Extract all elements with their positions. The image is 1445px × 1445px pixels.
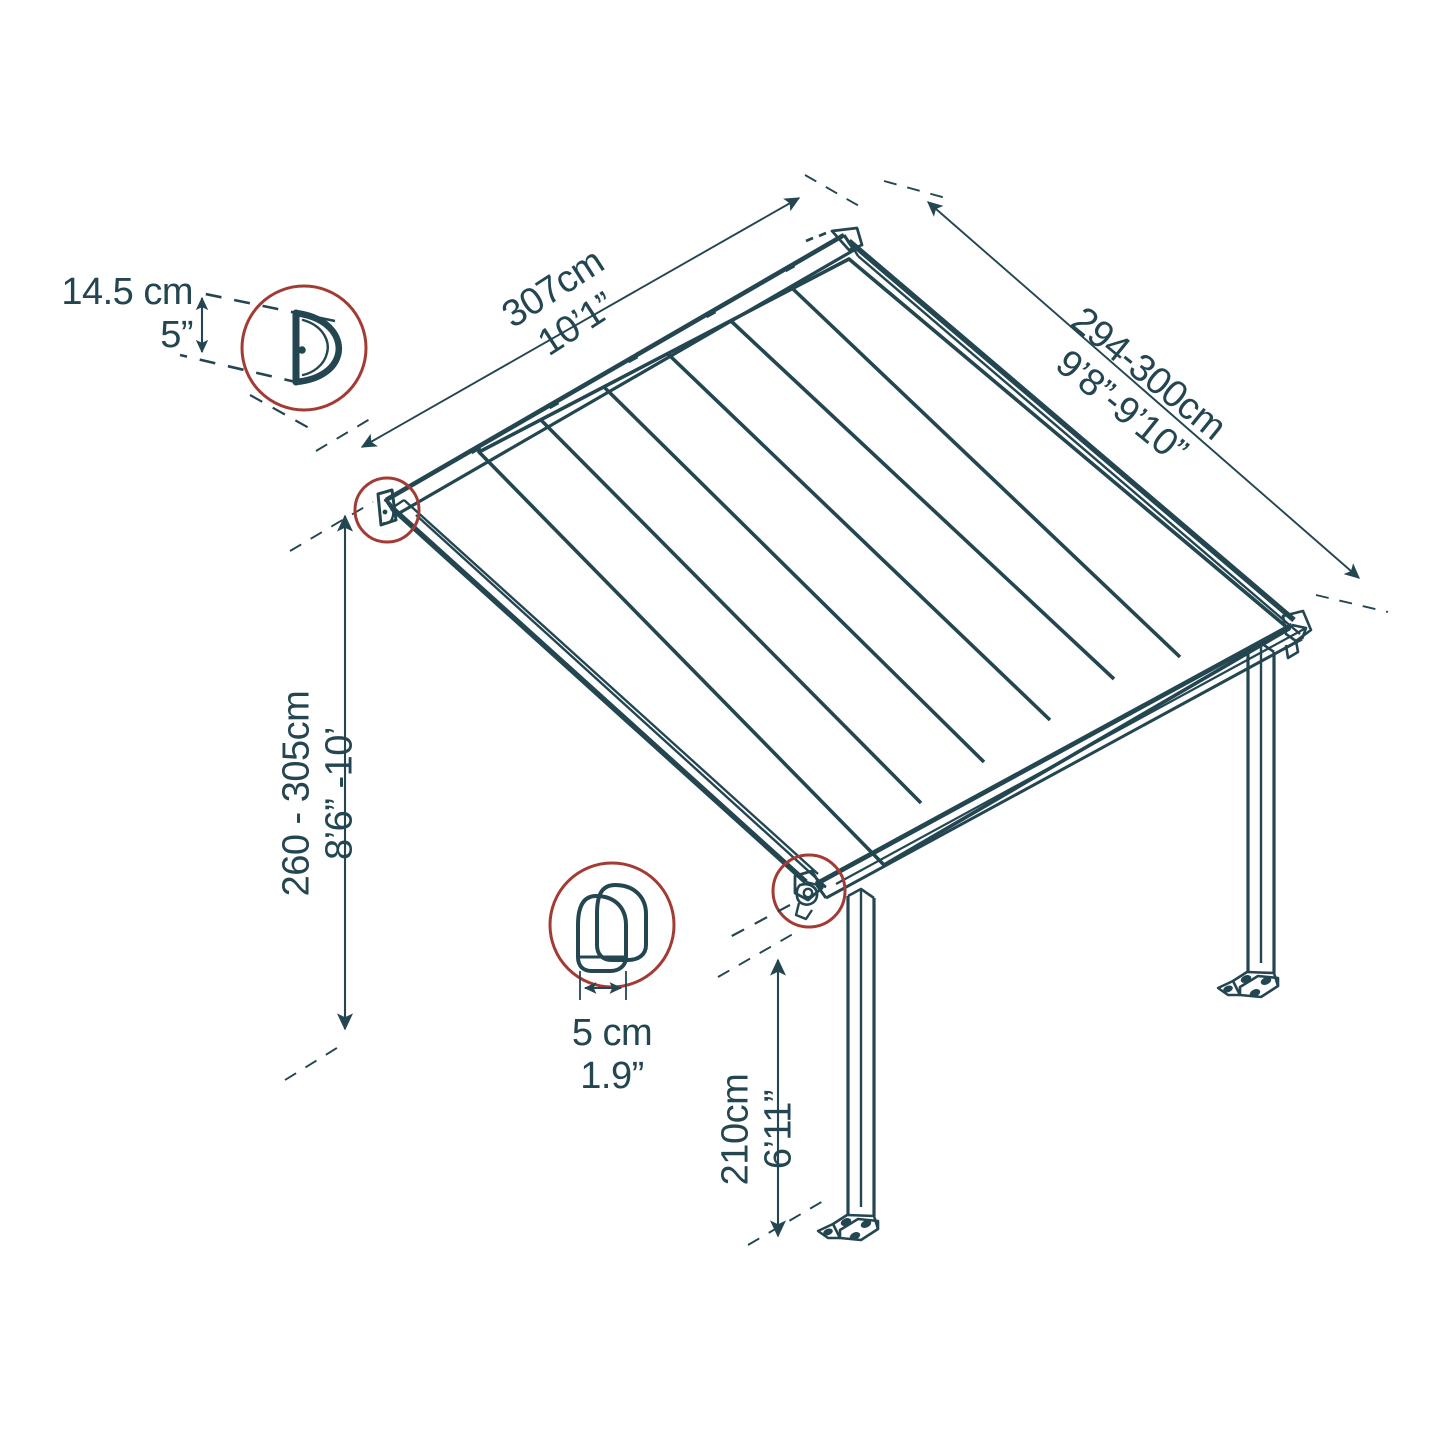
callout-gutter-profile	[179, 284, 368, 434]
post-left-base-plate	[816, 1213, 880, 1242]
front-eave-beam	[814, 622, 1308, 900]
callout-post-profile	[548, 861, 676, 1000]
post-right-base-plate	[1216, 970, 1280, 999]
rear-header-beam	[384, 233, 856, 517]
post-width-measure	[579, 971, 627, 1000]
support-posts	[816, 641, 1280, 1242]
dimension-roof-width	[284, 174, 867, 1081]
front-right-corner-connector	[1281, 609, 1313, 660]
callout-wall-bracket	[353, 476, 421, 544]
dimension-roof-projection	[883, 180, 1389, 613]
dimension-imperial-wall-height: 8’6” -10’	[318, 727, 360, 860]
callout-circle-wall-bracket	[353, 476, 421, 544]
rear-right-corner-connector	[805, 226, 864, 252]
dimension-wall-height	[289, 501, 374, 1031]
dimension-label-post-height: 210cm 6’11”	[714, 1035, 799, 1225]
gutter-profile-glyph	[292, 309, 343, 386]
callout-circle-post-profile	[548, 861, 676, 989]
callout-post-connector	[727, 853, 847, 939]
callout-circle-gutter	[240, 284, 368, 412]
wall-bracket-glyph	[376, 488, 398, 527]
extension-line-lower	[284, 1042, 346, 1081]
left-side-rail	[390, 499, 827, 889]
dimension-imperial-profile-height: 5”	[160, 313, 193, 356]
right-side-rail	[847, 238, 1301, 635]
dimension-metric-post-height: 210cm	[714, 1073, 757, 1186]
dimension-label-profile-height: 14.5 cm 5”	[45, 271, 193, 356]
dimension-metric-profile-height: 14.5 cm	[61, 271, 193, 313]
post-left	[846, 887, 876, 1216]
post-connector-glyph	[793, 869, 824, 921]
roof-glazing-panels	[477, 257, 1291, 867]
dimension-label-wall-height: 260 - 305cm 8’6” -10’	[275, 649, 360, 939]
dimension-label-post-width: 5 cm 1.9”	[512, 1012, 712, 1097]
dimension-imperial-post-height: 6’11”	[757, 1089, 799, 1170]
dimension-post-height	[717, 929, 831, 1246]
callout-circle-post-connector	[771, 853, 847, 929]
post-right	[1246, 641, 1276, 973]
dimension-imperial-post-width: 1.9”	[580, 1054, 644, 1097]
post-profile-glyph	[576, 883, 648, 973]
dimension-metric-post-width: 5 cm	[571, 1012, 653, 1054]
dimension-metric-wall-height: 260 - 305cm	[275, 690, 318, 897]
